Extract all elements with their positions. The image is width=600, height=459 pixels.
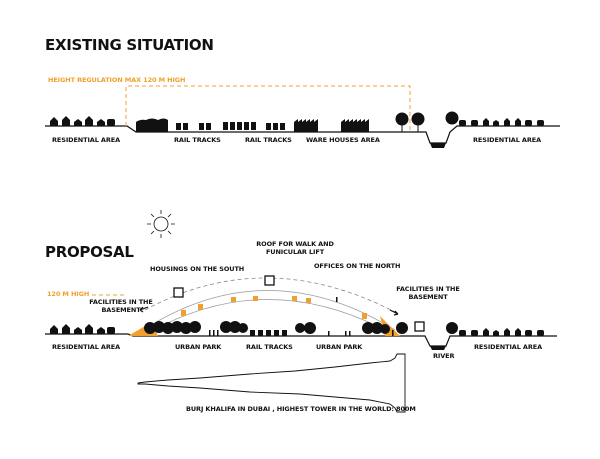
label-residential-right-p: RESIDENTIAL AREA bbox=[474, 343, 543, 351]
facilities-right-label: FACILITIES IN THE BASEMENT bbox=[393, 285, 463, 301]
label-rail-tracks-1: RAIL TRACKS bbox=[174, 136, 221, 144]
tree-icon bbox=[395, 111, 459, 132]
label-warehouses: WARE HOUSES AREA bbox=[306, 136, 380, 144]
label-urban-park-2: URBAN PARK bbox=[316, 343, 363, 351]
roof-arch-inner bbox=[149, 299, 386, 333]
label-residential-left-p: RESIDENTIAL AREA bbox=[52, 343, 121, 351]
facilities-left-line1: FACILITIES IN THE bbox=[89, 298, 153, 306]
label-residential-right: RESIDENTIAL AREA bbox=[473, 136, 542, 144]
label-rail-tracks-2: RAIL TRACKS bbox=[245, 136, 292, 144]
proposal-title: PROPOSAL bbox=[45, 243, 134, 261]
label-residential-left: RESIDENTIAL AREA bbox=[52, 136, 121, 144]
label-urban-park-1: URBAN PARK bbox=[175, 343, 222, 351]
warehouse-icon bbox=[294, 119, 369, 132]
existing-ground-line bbox=[45, 125, 560, 144]
warehouse-icon bbox=[136, 118, 168, 132]
facilities-left-label: FACILITIES IN THE BASEMENT bbox=[86, 298, 156, 314]
tree-icon bbox=[144, 321, 458, 334]
person-icon bbox=[209, 297, 394, 336]
arrow-icon bbox=[139, 306, 399, 316]
house-icon bbox=[50, 116, 105, 126]
sun-icon bbox=[147, 210, 175, 238]
car-icon bbox=[107, 119, 115, 126]
facilities-right-line1: FACILITIES IN THE bbox=[396, 285, 460, 293]
existing-title: EXISTING SITUATION bbox=[45, 36, 214, 54]
roof-label-line2: FUNICULAR LIFT bbox=[265, 248, 325, 256]
burj-caption: BURJ KHALIFA IN DUBAI , HIGHEST TOWER IN… bbox=[186, 405, 416, 413]
height-regulation-line bbox=[125, 85, 411, 130]
house-icon bbox=[50, 324, 544, 336]
roof-segment bbox=[181, 296, 367, 319]
housings-label: HOUSINGS ON THE SOUTH bbox=[150, 265, 245, 273]
facilities-right-line2: BASEMENT bbox=[408, 293, 448, 301]
roof-label-line1: ROOF FOR WALK AND bbox=[256, 240, 334, 248]
height-120-label: 120 M HIGH bbox=[47, 290, 90, 298]
proposal-ground-line bbox=[45, 333, 557, 347]
train-icon bbox=[176, 122, 285, 130]
label-rail-tracks-p: RAIL TRACKS bbox=[246, 343, 293, 351]
facilities-left-line2: BASEMENT bbox=[101, 306, 141, 314]
roof-arch-outer bbox=[139, 290, 396, 333]
height-regulation-label: HEIGHT REGULATION MAX 120 M HIGH bbox=[48, 76, 186, 84]
river-icon bbox=[430, 143, 446, 148]
elevator-icon bbox=[173, 275, 425, 332]
river-icon bbox=[430, 346, 446, 350]
offices-label: OFFICES ON THE NORTH bbox=[314, 262, 401, 270]
label-river: RIVER bbox=[433, 352, 455, 360]
roof-label: ROOF FOR WALK AND FUNICULAR LIFT bbox=[240, 240, 350, 256]
house-icon bbox=[459, 118, 544, 126]
train-icon bbox=[250, 330, 287, 336]
burj-khalifa-outline bbox=[137, 353, 406, 413]
